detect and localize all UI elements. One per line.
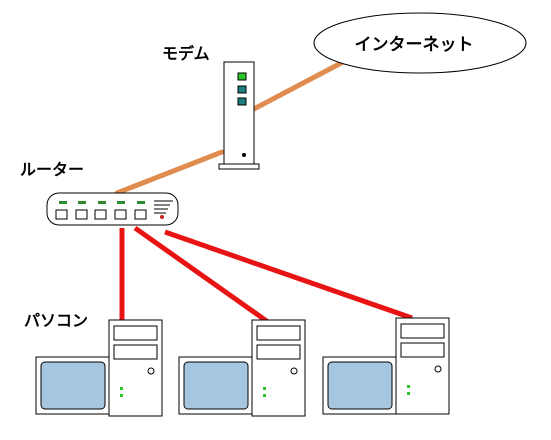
modem-led-2 (237, 85, 247, 94)
router-device (46, 192, 179, 226)
cable-internet-modem (249, 59, 346, 113)
pc-1-monitor (35, 356, 111, 415)
modem-led-3 (237, 97, 247, 106)
modem-led-1 (237, 72, 247, 81)
pc-3-tower (395, 317, 450, 415)
internet-cloud: インターネット (313, 12, 527, 74)
pc-2-tower (251, 319, 306, 417)
router-port-2 (75, 209, 88, 220)
router-port-5 (134, 209, 147, 220)
cable-router-pc-3 (164, 229, 413, 321)
pc-2-monitor (178, 356, 254, 415)
pc-3-monitor (322, 356, 398, 415)
internet-label: インターネット (355, 35, 474, 55)
pc-2 (178, 319, 306, 417)
cable-router-pc-2 (133, 225, 270, 325)
router-port-3 (94, 209, 107, 220)
pc-1 (35, 319, 163, 417)
pc-1-tower (108, 319, 163, 417)
router-label: ルーター (20, 160, 85, 179)
cable-modem-router (114, 149, 225, 196)
pc-3 (322, 317, 450, 415)
modem-device (218, 61, 260, 170)
router-power-led (160, 215, 164, 219)
modem-label: モデム (162, 44, 210, 63)
router-port-4 (114, 209, 127, 220)
router-port-1 (55, 209, 68, 220)
pc-label: パソコン (24, 311, 89, 330)
modem-power-dot (242, 153, 246, 157)
